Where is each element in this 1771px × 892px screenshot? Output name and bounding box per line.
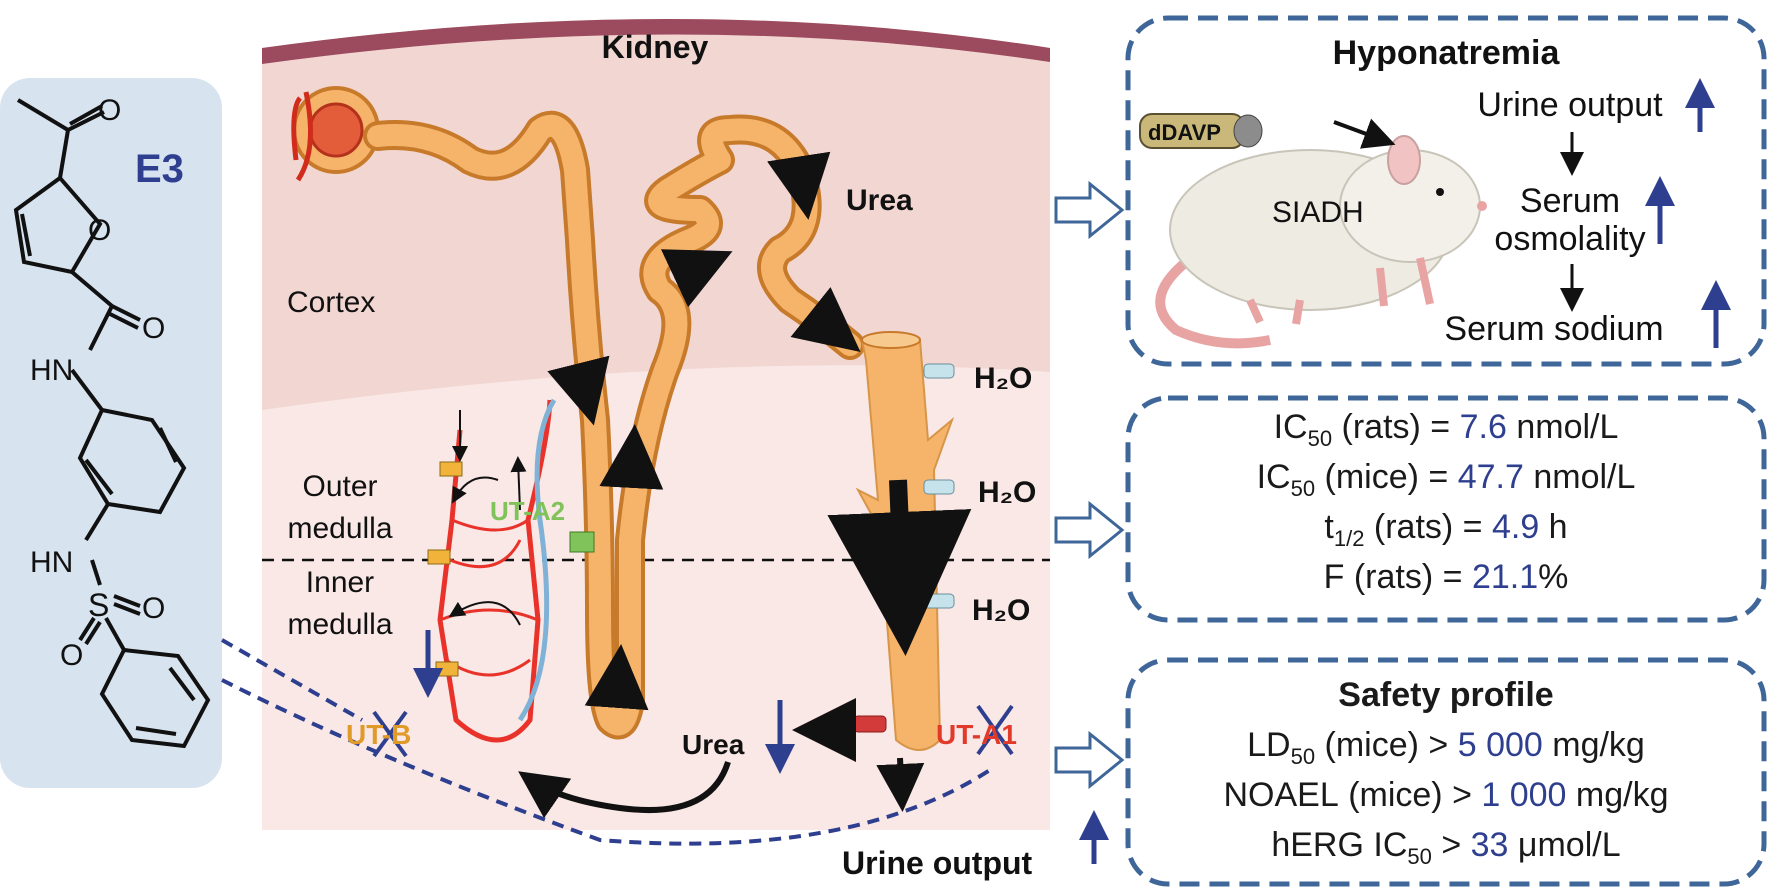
inhibition-links	[221, 638, 992, 846]
atom-o3: O	[142, 312, 165, 345]
pk-box	[1125, 395, 1767, 623]
ut-b-label: UT-B	[346, 719, 411, 750]
glomerulus-icon	[291, 86, 380, 182]
pk-row-2: t1/2 (rats) = 4.9 h	[1324, 508, 1568, 551]
cortex-label: Cortex	[287, 286, 375, 319]
safety-row-2: hERG IC50 > 33 μmol/L	[1271, 826, 1621, 869]
inner-medulla-line1: Inner	[306, 566, 374, 599]
urine-output-label: Urine output	[842, 845, 1033, 881]
compound-label: E3	[135, 147, 184, 191]
e3-structure	[13, 98, 211, 749]
atom-o4: O	[142, 592, 165, 625]
hyponatremia-box	[1125, 15, 1767, 367]
tubule-flow-arrows	[547, 151, 861, 711]
box-connector-arrows	[1054, 180, 1125, 790]
urea-label-top: Urea	[846, 184, 913, 217]
hypo-serum-line1: Serum	[1520, 182, 1620, 220]
rat-icon	[1155, 135, 1487, 349]
h2o-label-3: H₂O	[972, 594, 1030, 627]
urea-recycling	[413, 630, 1109, 864]
safety-row-0: LD50 (mice) > 5 000 mg/kg	[1247, 726, 1645, 769]
h2o-label-2: H₂O	[978, 476, 1036, 509]
flow-arrow-duct	[827, 479, 972, 656]
pk-row-0: IC50 (rats) = 7.6 nmol/L	[1273, 408, 1619, 451]
hypo-serum-line2: osmolality	[1494, 220, 1645, 258]
hypo-up-arrows	[1645, 78, 1731, 348]
hyponatremia-title: Hyponatremia	[1333, 34, 1561, 72]
vasa-recta	[427, 398, 595, 743]
compound-panel	[0, 78, 222, 788]
pk-row-3: F (rats) = 21.1%	[1323, 558, 1569, 596]
hypo-urine-output: Urine output	[1477, 86, 1663, 124]
kidney-title: Kidney	[602, 29, 709, 65]
safety-title: Safety profile	[1338, 676, 1554, 714]
ut-a1-label: UT-A1	[936, 719, 1017, 750]
atom-o1: O	[98, 94, 121, 127]
safety-row-1: NOAEL (mice) > 1 000 mg/kg	[1223, 776, 1669, 814]
safety-box	[1125, 657, 1767, 887]
atom-s: S	[88, 587, 109, 623]
outer-medulla-line2: medulla	[287, 512, 392, 545]
pk-row-1: IC50 (mice) = 47.7 nmol/L	[1256, 458, 1636, 501]
siadh-label: SIADH	[1272, 196, 1364, 229]
h2o-label-1: H₂O	[974, 362, 1032, 395]
outer-medulla-line1: Outer	[302, 470, 377, 503]
atom-hn1: HN	[30, 354, 73, 387]
hypo-serum-sodium: Serum sodium	[1444, 310, 1663, 348]
atom-o5: O	[60, 639, 83, 672]
collecting-duct	[827, 331, 972, 751]
atom-hn2: HN	[30, 546, 73, 579]
urea-label-bottom: Urea	[682, 729, 745, 760]
atom-o2: O	[88, 214, 111, 247]
ddavp-label: dDAVP	[1148, 120, 1221, 145]
ut-a2-label: UT-A2	[490, 496, 565, 526]
inner-medulla-line2: medulla	[287, 608, 392, 641]
inhibition-cross-icons	[372, 704, 1014, 758]
ddavp-vial-icon	[1139, 113, 1396, 149]
